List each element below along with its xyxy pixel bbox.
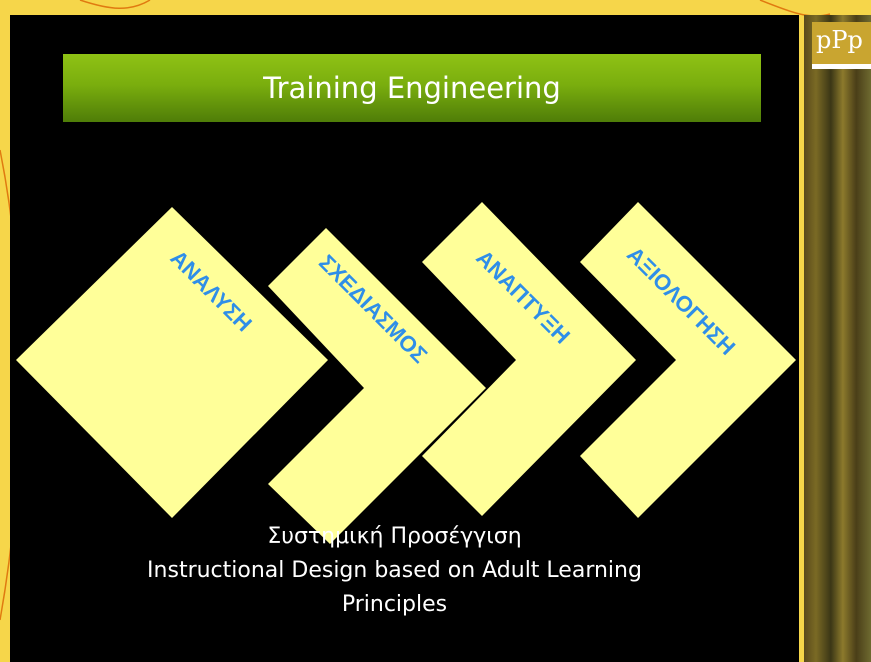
slide-title: Training Engineering bbox=[63, 54, 761, 122]
stage-shape-design bbox=[268, 228, 486, 544]
logo-underline bbox=[812, 64, 871, 69]
stage-shape-development bbox=[422, 202, 636, 516]
logo: pPp bbox=[812, 22, 871, 64]
caption-line-2: Instructional Design based on Adult Lear… bbox=[147, 558, 642, 583]
caption-line-1: Συστημική Προσέγγιση bbox=[267, 524, 522, 549]
stage-shape-analysis bbox=[16, 207, 328, 518]
stage-shape-evaluation bbox=[580, 202, 796, 518]
caption-line-3: Principles bbox=[341, 592, 448, 617]
logo-text: pPp bbox=[816, 26, 863, 54]
slide-caption: Συστημική Προσέγγιση Instructional Desig… bbox=[0, 520, 789, 622]
tree-photo bbox=[804, 15, 871, 662]
